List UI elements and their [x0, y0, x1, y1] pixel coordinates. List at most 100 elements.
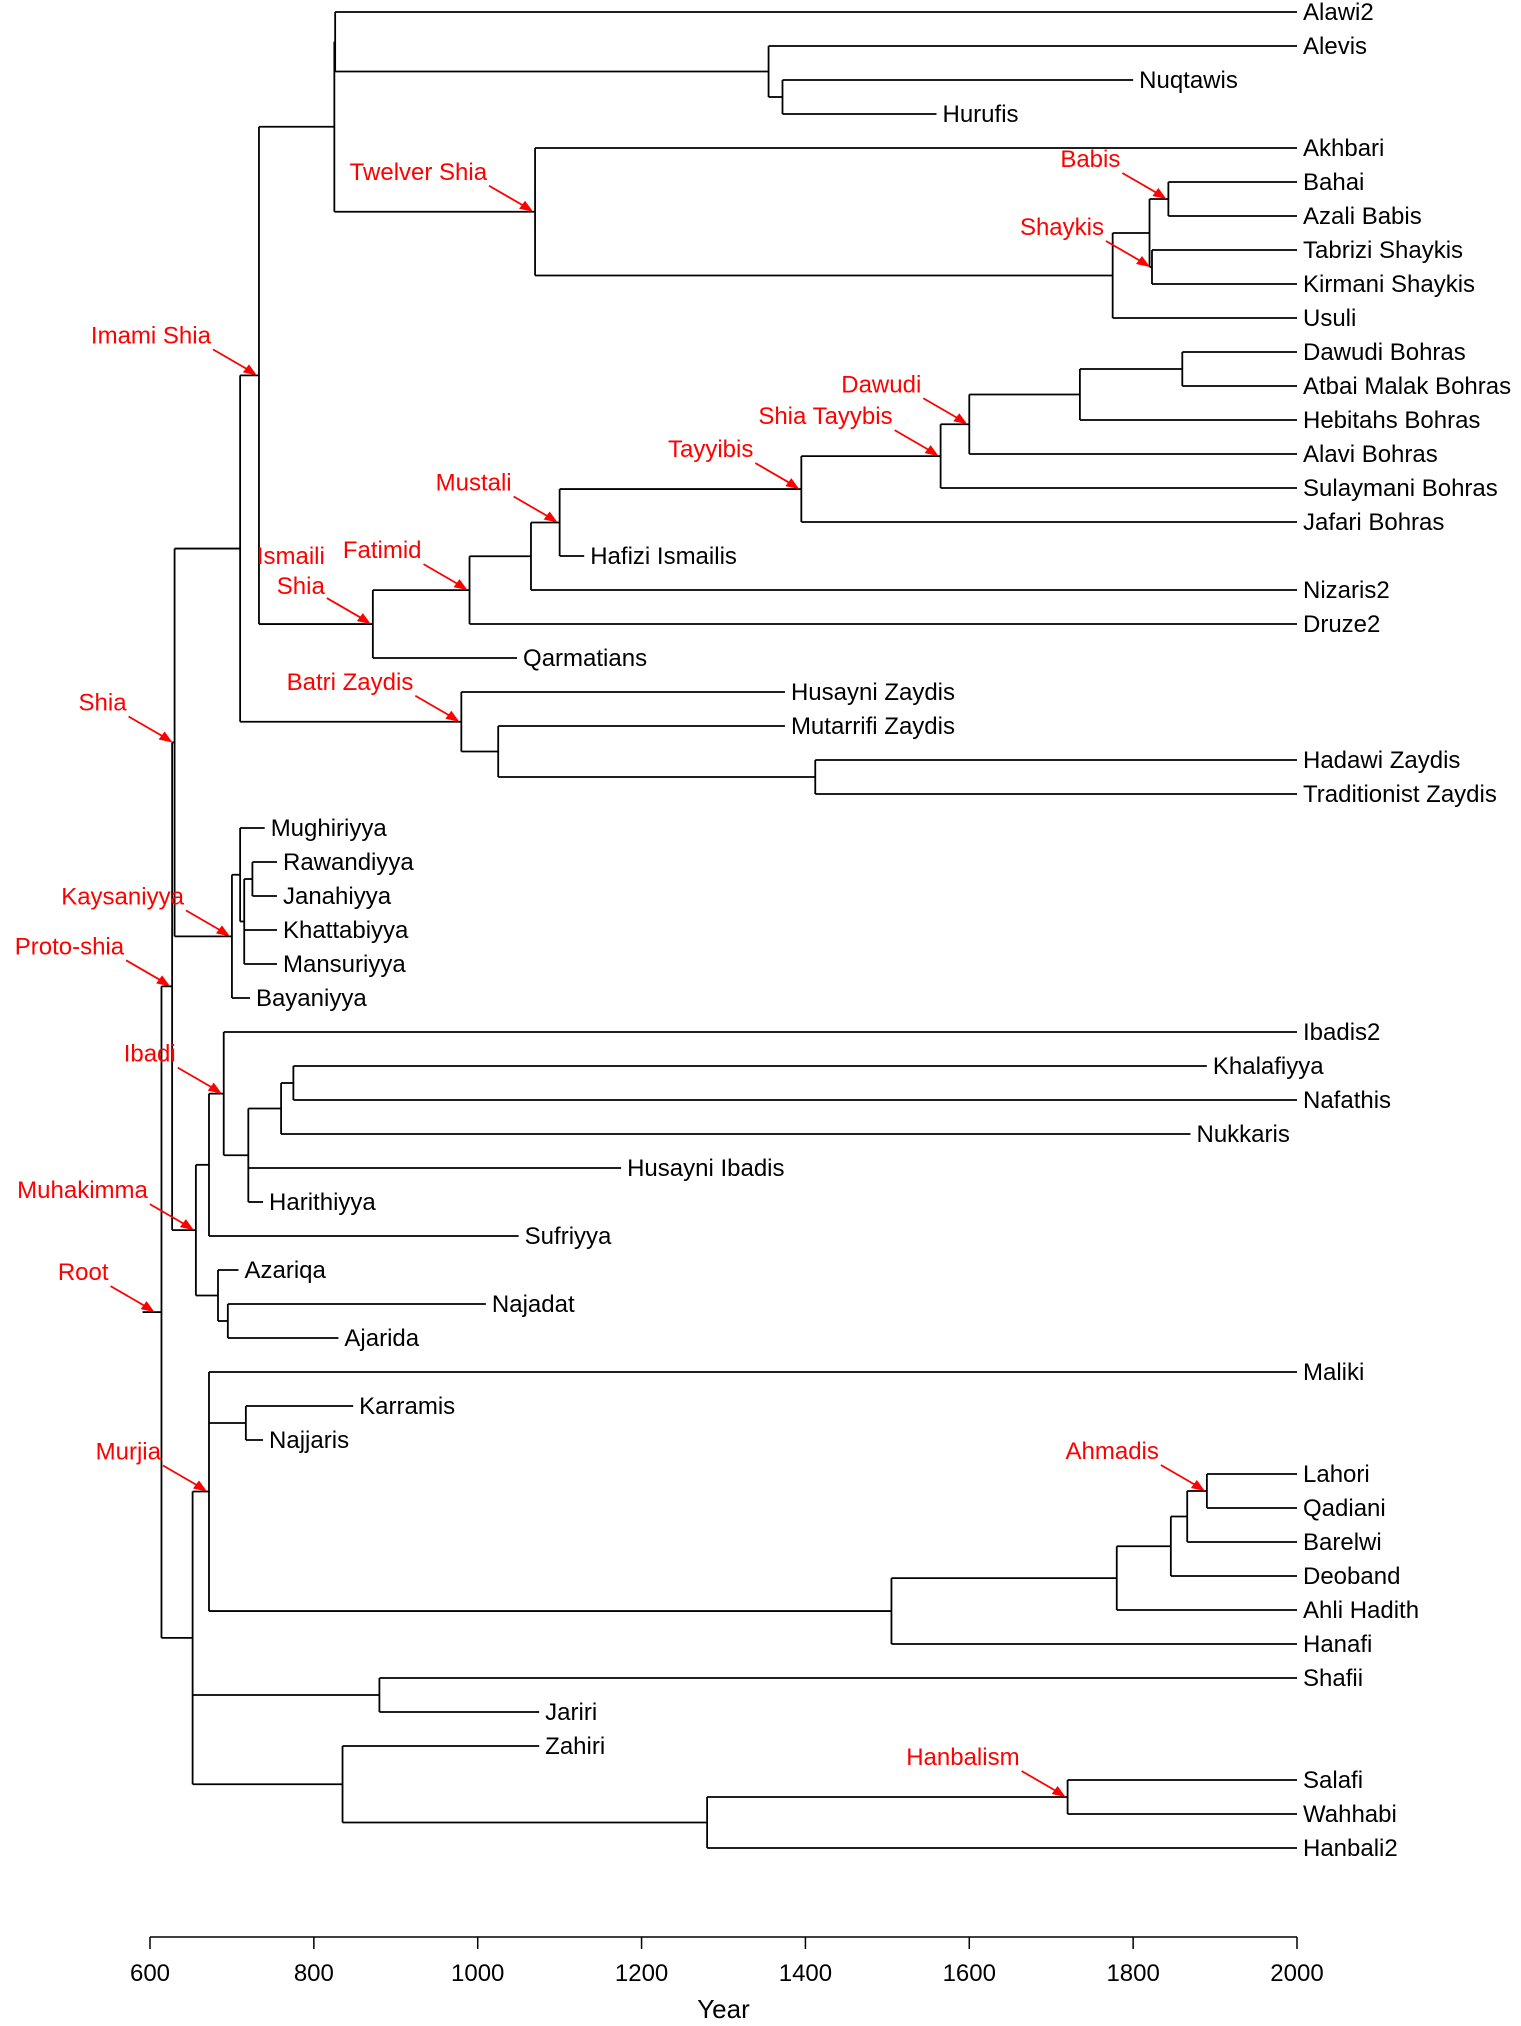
clade-babis: Babis [1060, 146, 1120, 173]
leaf-tabrizi-shaykis: Tabrizi Shaykis [1303, 237, 1463, 264]
leaf-najadat: Najadat [492, 1291, 575, 1318]
clade-twelver-shia: Twelver Shia [350, 159, 488, 186]
leaf-qadiani: Qadiani [1303, 1495, 1386, 1522]
leaf-najjaris: Najjaris [269, 1427, 349, 1454]
leaf-khattabiyya: Khattabiyya [283, 917, 409, 944]
leaf-hafizi-ismailis: Hafizi Ismailis [590, 543, 737, 570]
arrowhead-shia-tayybis [924, 445, 939, 457]
tick-label-1000: 1000 [451, 1960, 504, 1987]
leaf-deoband: Deoband [1303, 1563, 1400, 1590]
arrowhead-root [140, 1301, 155, 1313]
arrowhead-hanbalism [1051, 1786, 1066, 1797]
tick-label-1800: 1800 [1106, 1960, 1159, 1987]
tree-branches [142, 11, 1297, 1849]
arrow-dawudi [922, 397, 962, 422]
leaf-nuqtawis: Nuqtawis [1139, 67, 1238, 94]
arrow-batri-zaydis [414, 694, 454, 719]
leaf-janahiyya: Janahiyya [283, 883, 392, 910]
arrowhead-babis [1152, 188, 1167, 199]
leaf-druze2: Druze2 [1303, 611, 1380, 638]
leaf-husayni-ibadis: Husayni Ibadis [627, 1155, 784, 1182]
clade-imami-shia: Imami Shia [91, 322, 212, 349]
leaf-alawi2: Alawi2 [1303, 0, 1374, 26]
arrowhead-proto-shia [156, 975, 171, 987]
leaf-dawudi-bohras: Dawudi Bohras [1303, 339, 1466, 366]
leaf-rawandiyya: Rawandiyya [283, 849, 414, 876]
arrow-hanbalism [1021, 1770, 1061, 1794]
leaf-hadawi-zaydis: Hadawi Zaydis [1303, 747, 1460, 774]
leaf-mutarrifi-zaydis: Mutarrifi Zaydis [791, 713, 955, 740]
clade-ibadi: Ibadi [124, 1041, 176, 1068]
leaf-hebitahs-bohras: Hebitahs Bohras [1303, 407, 1480, 434]
arrowhead-imami-shia [242, 364, 257, 376]
leaf-ibadis2: Ibadis2 [1303, 1019, 1380, 1046]
arrowhead-shia [158, 731, 173, 743]
arrow-mustali [513, 495, 553, 520]
arrow-ibadi [177, 1066, 217, 1091]
arrow-shaykis [1105, 240, 1145, 264]
tick-label-1400: 1400 [779, 1960, 832, 1987]
arrowhead-ahmadis [1190, 1480, 1205, 1491]
clade-batri-zaydis: Batri Zaydis [287, 669, 414, 696]
leaf-ajarida: Ajarida [344, 1325, 419, 1352]
arrow-fatimid [423, 563, 462, 587]
arrow-muhakimma [149, 1203, 189, 1227]
tick-label-1200: 1200 [615, 1960, 668, 1987]
clade-muhakimma: Muhakimma [17, 1177, 148, 1204]
arrow-ahmadis [1160, 1464, 1200, 1488]
leaf-azariqa: Azariqa [244, 1257, 326, 1284]
clade-tayyibis: Tayyibis [668, 436, 753, 463]
clade-shia: Shia [79, 689, 128, 716]
clade-proto-shia: Proto-shia [15, 933, 125, 960]
arrow-twelver-shia [488, 184, 528, 209]
axis-title: Year [697, 1994, 750, 2024]
leaf-nukkaris: Nukkaris [1196, 1121, 1289, 1148]
arrowhead-tayyibis [785, 478, 800, 490]
leaf-maliki: Maliki [1303, 1359, 1364, 1386]
leaf-hanafi: Hanafi [1303, 1631, 1372, 1658]
leaf-nizaris2: Nizaris2 [1303, 577, 1390, 604]
arrowhead-mustali [543, 511, 558, 523]
arrowhead-batri-zaydis [445, 710, 460, 722]
leaf-sulaymani-bohras: Sulaymani Bohras [1303, 475, 1498, 502]
clade-ahmadis: Ahmadis [1066, 1438, 1159, 1465]
leaf-ahli-hadith: Ahli Hadith [1303, 1597, 1419, 1624]
leaf-karramis: Karramis [359, 1393, 455, 1420]
arrow-murjia [162, 1464, 202, 1489]
arrow-kaysaniyya [185, 909, 225, 934]
arrowhead-ibadi [207, 1082, 222, 1094]
tick-label-1600: 1600 [943, 1960, 996, 1987]
leaf-bahai: Bahai [1303, 169, 1364, 196]
leaf-jariri: Jariri [545, 1699, 597, 1726]
arrowhead-twelver-shia [519, 200, 534, 212]
leaf-alavi-bohras: Alavi Bohras [1303, 441, 1438, 468]
leaf-jafari-bohras: Jafari Bohras [1303, 509, 1444, 536]
clade-dawudi: Dawudi [841, 371, 921, 398]
arrowhead-murjia [192, 1480, 207, 1492]
leaf-wahhabi: Wahhabi [1303, 1801, 1397, 1828]
leaf-hurufis: Hurufis [943, 101, 1019, 128]
tick-label-600: 600 [130, 1960, 170, 1987]
clade-kaysaniyya: Kaysaniyya [61, 883, 184, 910]
leaf-husayni-zaydis: Husayni Zaydis [791, 679, 955, 706]
leaf-shafii: Shafii [1303, 1665, 1363, 1692]
clade-shia-tayybis: Shia Tayybis [758, 403, 892, 430]
leaf-nafathis: Nafathis [1303, 1087, 1391, 1114]
arrow-babis [1121, 172, 1161, 196]
leaf-barelwi: Barelwi [1303, 1529, 1382, 1556]
arrowhead-kaysaniyya [215, 925, 230, 937]
leaf-kirmani-shaykis: Kirmani Shaykis [1303, 271, 1475, 298]
arrowhead-muhakimma [179, 1219, 194, 1231]
leaf-azali-babis: Azali Babis [1303, 203, 1422, 230]
arrow-shia-tayybis [894, 429, 934, 453]
leaf-salafi: Salafi [1303, 1767, 1363, 1794]
leaf-zahiri: Zahiri [545, 1733, 605, 1760]
arrow-proto-shia [125, 959, 165, 984]
leaf-labels: Alawi2AlevisNuqtawisHurufisAkhbariBahaiA… [244, 0, 1511, 1862]
clade-mustali: Mustali [436, 470, 512, 497]
leaf-traditionist-zaydis: Traditionist Zaydis [1303, 781, 1497, 808]
